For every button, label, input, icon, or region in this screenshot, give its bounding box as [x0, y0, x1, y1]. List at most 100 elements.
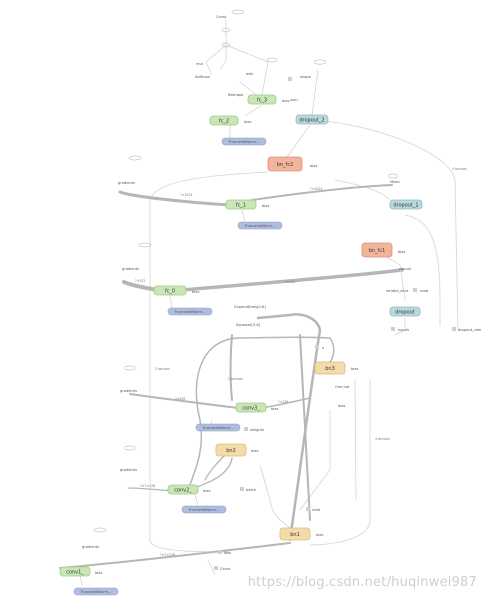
op-text: shape: [300, 75, 312, 79]
edge-top-8: [284, 124, 311, 161]
edge-dropout2-right: [304, 119, 459, 331]
edge-squeeze-conv2: [189, 337, 239, 486]
edge-fc0-left: [122, 280, 160, 292]
node-conv1-label: conv1_: [66, 570, 84, 576]
op-text: add: [246, 72, 253, 76]
edge-bn2-down: [259, 464, 291, 529]
side-label: bias: [282, 99, 289, 103]
node-expanddims-label[interactable]: ExpandDims[0-6]: [234, 305, 266, 309]
node-conv3[interactable]: [235, 402, 267, 413]
op-ellipse: [93, 527, 107, 533]
watermark-text: https://blog.csdn.net/huqinwei987: [247, 575, 477, 590]
op-text: Const: [220, 567, 231, 571]
node-bnfc2[interactable]: [267, 156, 303, 172]
op-ellipse: [231, 9, 245, 15]
side-label: bias: [351, 367, 358, 371]
node-truncated-conv3[interactable]: [195, 423, 241, 432]
side-label: bias: [192, 290, 199, 294]
op-text: gradients: [120, 468, 137, 472]
op-text: concat: [399, 267, 412, 271]
edge-conv2-trunc: [194, 494, 199, 506]
node-bn1-label: bn1: [290, 532, 300, 538]
op-box: [240, 487, 244, 491]
edge-squeeze-bn3: [237, 336, 335, 363]
side-label: bias: [271, 407, 278, 411]
edge-top-4: [239, 81, 259, 97]
side-label: bias: [262, 204, 269, 208]
op-text: One hot: [335, 385, 350, 389]
op-ellipse: [387, 173, 399, 179]
edge-label: ?×256: [278, 400, 288, 404]
edge-left-loop: [149, 171, 269, 553]
edge-label: 2 tensors: [155, 367, 170, 371]
op-text: bias: [338, 404, 345, 408]
node-dropout[interactable]: [389, 306, 421, 317]
node-truncated-fc1-label: TruncatedNorm...: [243, 224, 275, 228]
edge-label: 4 tensors: [375, 437, 390, 441]
edge-top-2: [225, 44, 269, 96]
node-bnfc2-label: bn_fc2: [277, 162, 294, 168]
op-ellipse: [221, 27, 231, 33]
node-truncated-conv1[interactable]: [73, 587, 119, 596]
node-bn2[interactable]: [215, 443, 247, 457]
edge-label: ?×7×128: [160, 553, 175, 557]
edge-bottom-small: [207, 559, 216, 576]
edge-conv3-right: [261, 397, 311, 409]
edge-labels: ?×1024 ?×1024 ?×512 ?×512 ?×256 ?×256 ?×…: [135, 167, 467, 557]
op-text: gradients: [118, 181, 135, 185]
side-label: bias: [251, 449, 258, 453]
node-conv2-label: conv2_: [174, 488, 192, 494]
node-bn1[interactable]: [279, 527, 311, 541]
node-truncated-conv2[interactable]: [181, 505, 227, 514]
edge-dropout-down: [394, 318, 406, 336]
op-text: inputs: [398, 328, 409, 332]
node-truncated-fc2[interactable]: [221, 137, 267, 146]
node-side-labels: bias bias bias bias bias bias bias bias …: [95, 99, 405, 575]
op-text: Mean: [390, 180, 400, 184]
edge-label: ?×7×128: [140, 484, 155, 488]
op-text: sum: [290, 98, 298, 102]
op-text: weights: [250, 428, 264, 432]
node-truncated-conv1-label: TruncatedNorm...: [79, 590, 111, 594]
op-box: [315, 345, 319, 349]
node-fc1[interactable]: [225, 199, 257, 210]
op-text: read: [420, 289, 428, 293]
node-truncated-fc1[interactable]: [237, 221, 283, 230]
small-op-nodes: Const mul add Softmax shape Reshape sum …: [82, 9, 482, 571]
node-fc3[interactable]: [247, 94, 277, 105]
op-box: [306, 507, 310, 511]
edge-fc0-right: [180, 268, 404, 292]
edge-label: ?×512: [135, 279, 145, 283]
node-truncated-fc0[interactable]: [167, 307, 213, 316]
node-bnfc1[interactable]: [361, 242, 393, 258]
edge-top-7: [311, 69, 319, 116]
node-dropout2[interactable]: [295, 114, 329, 125]
edge-fc0-trunc: [169, 294, 173, 309]
edge-bn3-down: [299, 410, 331, 511]
node-fc1-label: fc_1: [236, 203, 246, 209]
side-label: bias: [203, 489, 210, 493]
edge-top-1: [219, 20, 227, 71]
op-text: gradients: [82, 545, 99, 549]
op-box: [391, 327, 395, 331]
op-ellipse: [128, 155, 142, 161]
op-ellipse: [123, 445, 137, 451]
side-label: bias: [398, 250, 405, 254]
op-text: read: [312, 508, 320, 512]
op-text: gradients: [122, 267, 139, 271]
node-squeeze-label[interactable]: Squeeze[0-6]: [236, 323, 261, 327]
node-bn3[interactable]: [314, 361, 346, 375]
node-fc2[interactable]: [209, 115, 239, 126]
main-nodes[interactable]: fc_3 fc_2 TruncatedNorm... dropout_2 bn_…: [59, 94, 423, 596]
node-conv2[interactable]: [167, 484, 199, 495]
edge-top-5: [244, 104, 263, 117]
node-bn3-label: bn3: [325, 366, 335, 372]
node-fc0[interactable]: [153, 285, 187, 296]
node-conv1[interactable]: [59, 566, 91, 577]
edge-conv1-bn1: [59, 542, 291, 569]
op-text: mul: [196, 62, 203, 66]
node-dropout1[interactable]: [389, 199, 423, 210]
node-fc0-label: fc_0: [165, 289, 175, 295]
